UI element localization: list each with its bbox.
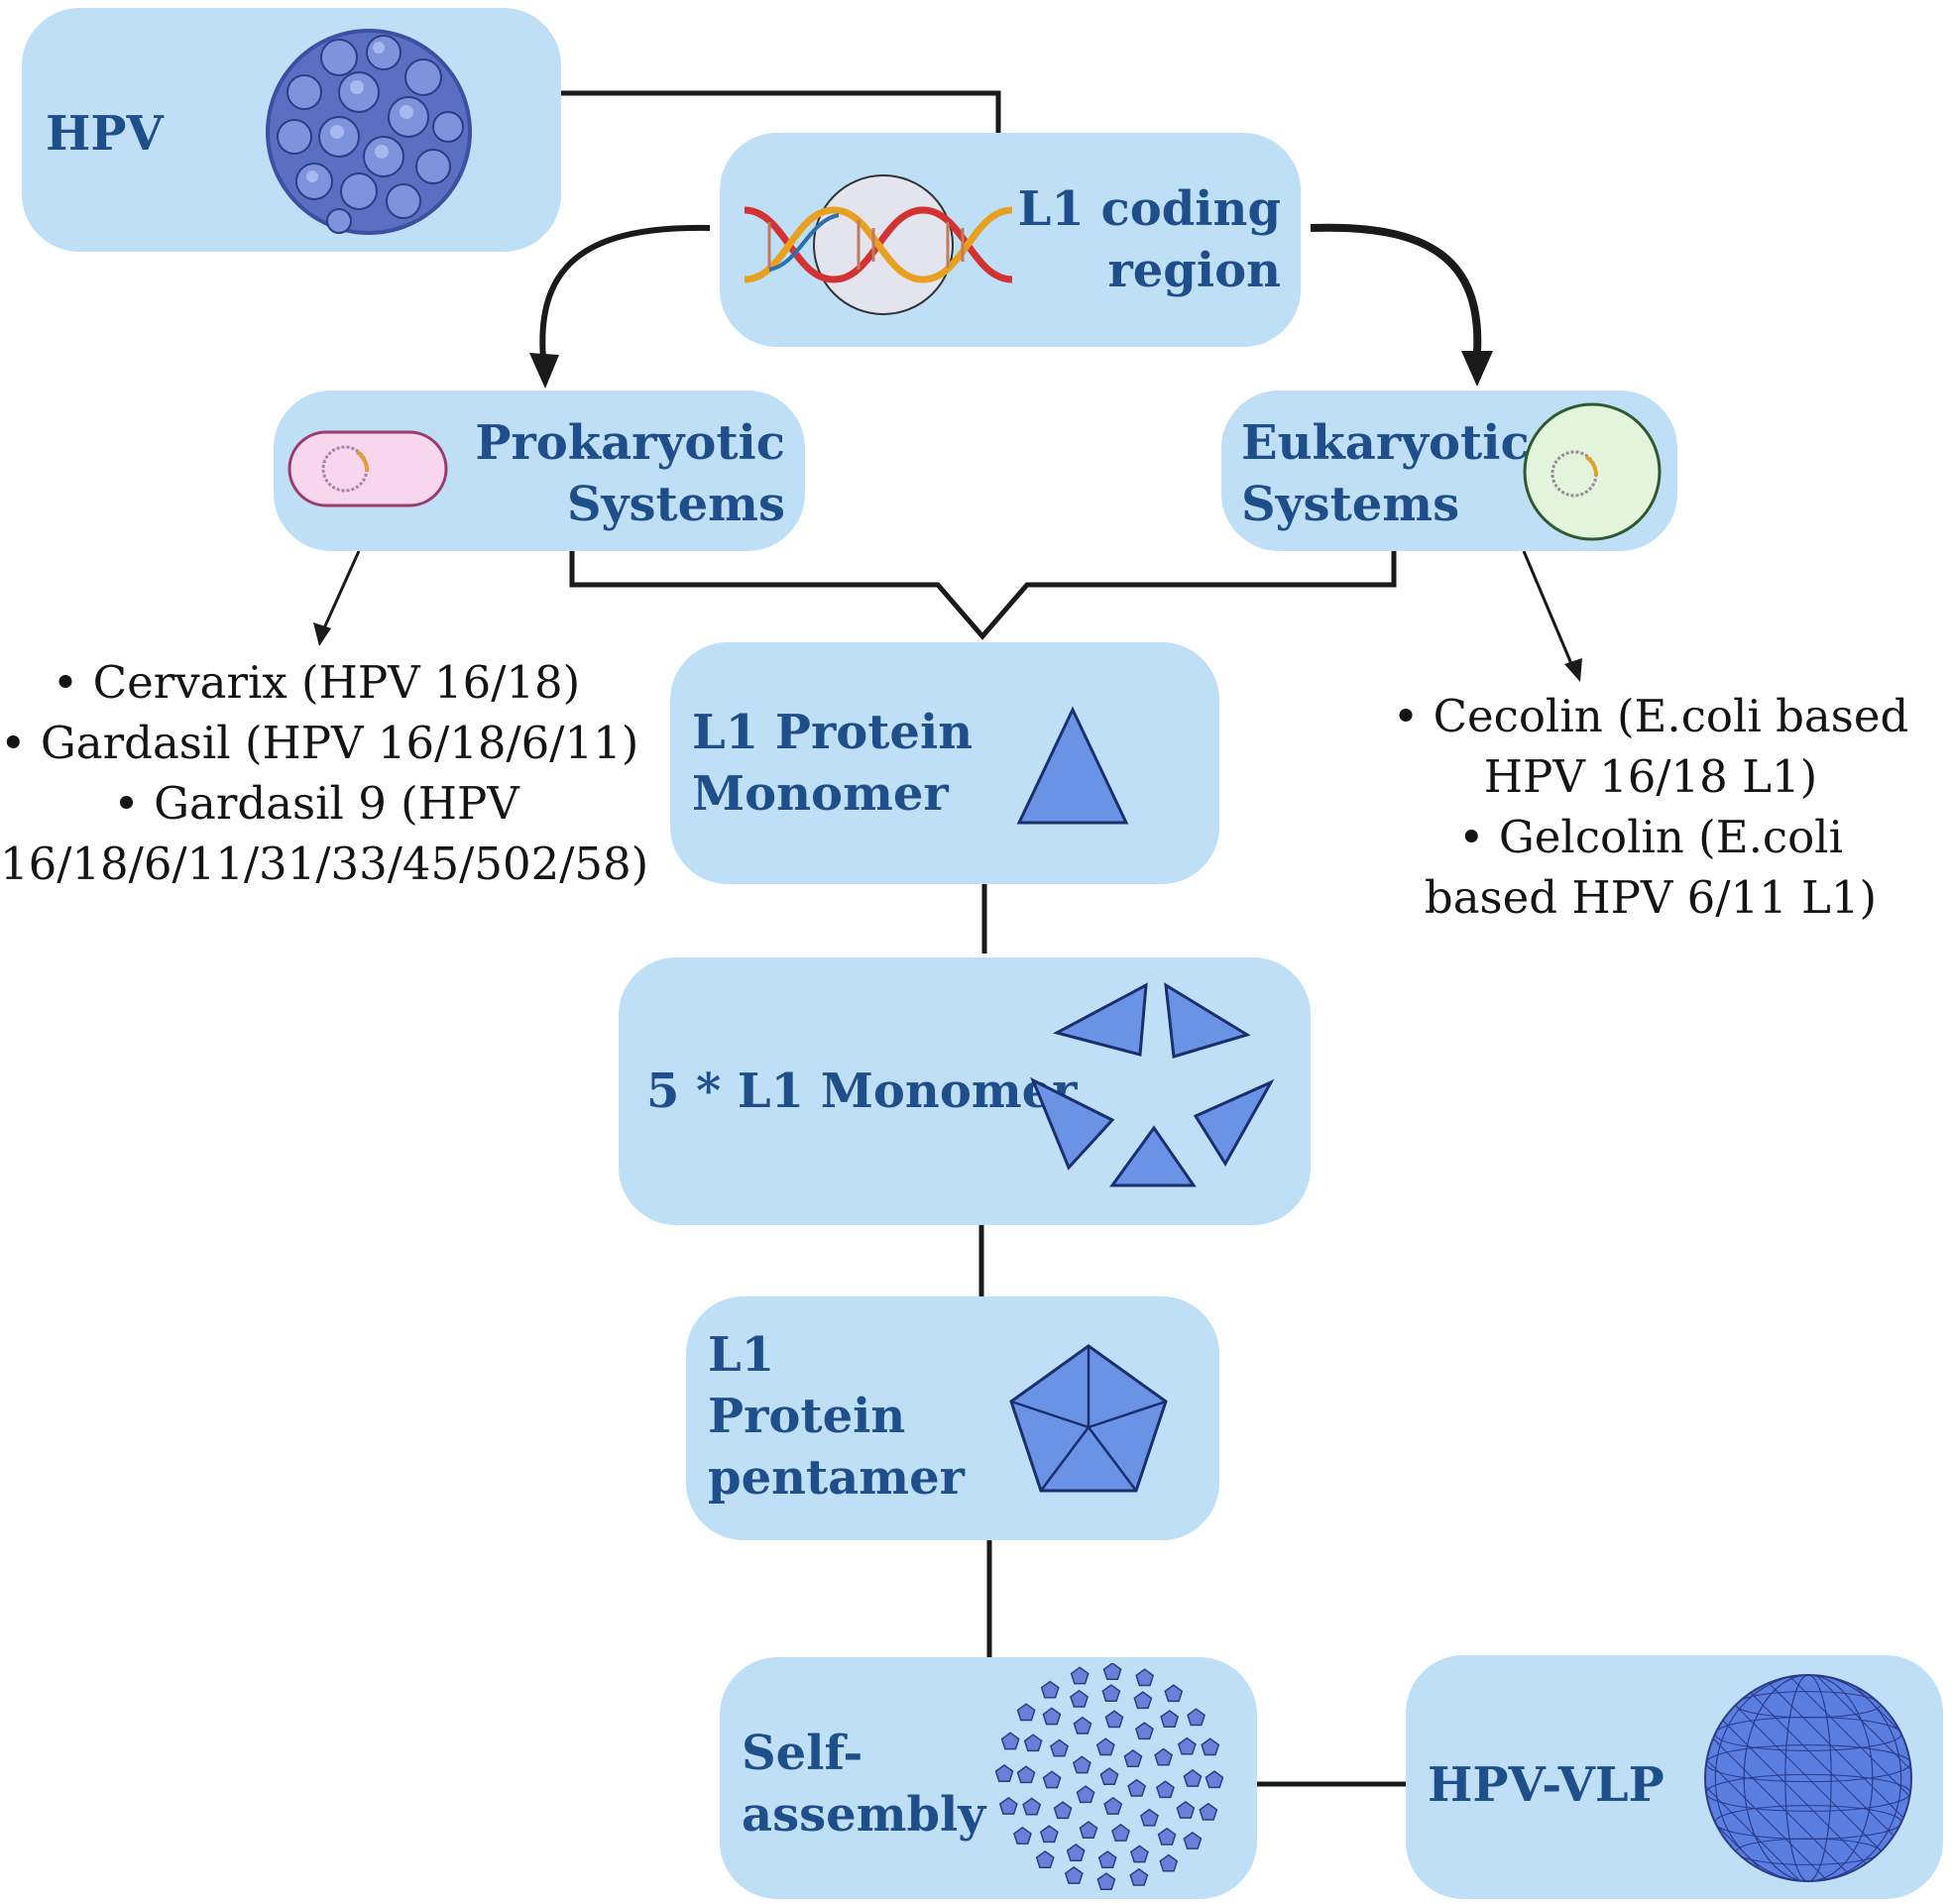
arrow-to-eukaryotic <box>1310 223 1482 354</box>
eukaryotic-line2: Systems <box>1241 477 1460 532</box>
bacterium-plasmid-icon <box>287 430 448 507</box>
vlp-sphere-icon <box>1704 1674 1912 1882</box>
vaccine-gardasil: • Gardasil (HPV 16/18/6/11) <box>0 717 639 769</box>
eukaryotic-vaccine-list: • Cecolin (E.coli based HPV 16/18 L1) • … <box>1388 686 1913 928</box>
node-l1-coding: L1 coding region <box>720 133 1301 347</box>
node-prokaryotic-label: Prokaryotic Systems <box>475 412 785 535</box>
vaccine-cervarix: • Cervarix (HPV 16/18) <box>52 656 581 709</box>
prokaryotic-line2: Systems <box>566 477 785 532</box>
l1-coding-line2: region <box>1107 243 1281 298</box>
vaccine-gardasil9: • Gardasil 9 (HPV <box>113 777 519 830</box>
node-eukaryotic: Eukaryotic Systems <box>1221 391 1677 551</box>
pentamer-line2: Protein <box>708 1389 906 1444</box>
monomer-line1: L1 Protein <box>692 705 974 760</box>
node-self-assembly: Self- assembly <box>720 1657 1257 1899</box>
node-pentamer-label: L1 Protein pentamer <box>708 1324 965 1509</box>
five-triangles-icon <box>1030 982 1275 1187</box>
node-prokaryotic: Prokaryotic Systems <box>274 391 805 551</box>
node-eukaryotic-label: Eukaryotic Systems <box>1241 412 1530 535</box>
arrowhead-eukaryotic-vaccines <box>1564 658 1582 682</box>
arrowhead-prokaryotic <box>529 353 559 389</box>
hpv-virus-icon <box>266 29 472 235</box>
vaccine-gelcolin-types: based HPV 6/11 L1) <box>1424 871 1878 924</box>
vaccine-gelcolin: • Gelcolin (E.coli <box>1458 811 1843 863</box>
self-assembly-line2: assembly <box>742 1787 986 1843</box>
connector-systems-merge <box>569 551 1397 640</box>
node-monomer: L1 Protein Monomer <box>670 642 1219 884</box>
vaccine-gardasil9-types: 16/18/6/11/31/33/45/502/58) <box>0 838 649 890</box>
pentamer-line1: L1 <box>708 1327 775 1383</box>
arrow-to-prokaryotic-vaccines <box>321 550 361 631</box>
pentagon-pentamer-icon <box>1009 1344 1168 1493</box>
connector-hpv-l1 <box>561 90 1001 133</box>
node-hpv-label: HPV <box>46 106 164 162</box>
arrowhead-eukaryotic <box>1461 351 1493 387</box>
l1-coding-line1: L1 coding <box>1017 181 1281 237</box>
node-five-monomer-label: 5 * L1 Monomer <box>646 1064 1078 1119</box>
prokaryotic-vaccine-list: • Cervarix (HPV 16/18) • Gardasil (HPV 1… <box>0 652 649 894</box>
node-five-monomer: 5 * L1 Monomer <box>619 957 1311 1225</box>
vaccine-cecolin-types: HPV 16/18 L1) <box>1483 750 1818 803</box>
node-monomer-label: L1 Protein Monomer <box>692 702 973 825</box>
eukaryotic-line1: Eukaryotic <box>1241 415 1530 471</box>
dna-helix-icon <box>744 174 1013 315</box>
pentamer-line3: pentamer <box>708 1450 965 1506</box>
node-pentamer: L1 Protein pentamer <box>686 1296 1219 1540</box>
arrow-to-eukaryotic-vaccines <box>1522 550 1574 667</box>
node-l1-coding-label: L1 coding region <box>1018 178 1281 301</box>
vaccine-cecolin: • Cecolin (E.coli based <box>1392 690 1909 742</box>
prokaryotic-line1: Prokaryotic <box>475 415 785 471</box>
eukaryotic-cell-icon <box>1523 402 1662 541</box>
node-vlp: HPV-VLP <box>1406 1655 1943 1899</box>
self-assembly-line1: Self- <box>742 1726 863 1781</box>
arrow-to-prokaryotic <box>539 224 711 360</box>
node-hpv: HPV <box>22 8 561 252</box>
pentamer-cluster-icon <box>995 1663 1223 1890</box>
node-self-assembly-label: Self- assembly <box>742 1723 985 1846</box>
node-vlp-label: HPV-VLP <box>1428 1757 1665 1813</box>
monomer-line2: Monomer <box>692 766 949 822</box>
arrowhead-prokaryotic-vaccines <box>313 622 331 646</box>
triangle-monomer-icon <box>1016 706 1129 825</box>
